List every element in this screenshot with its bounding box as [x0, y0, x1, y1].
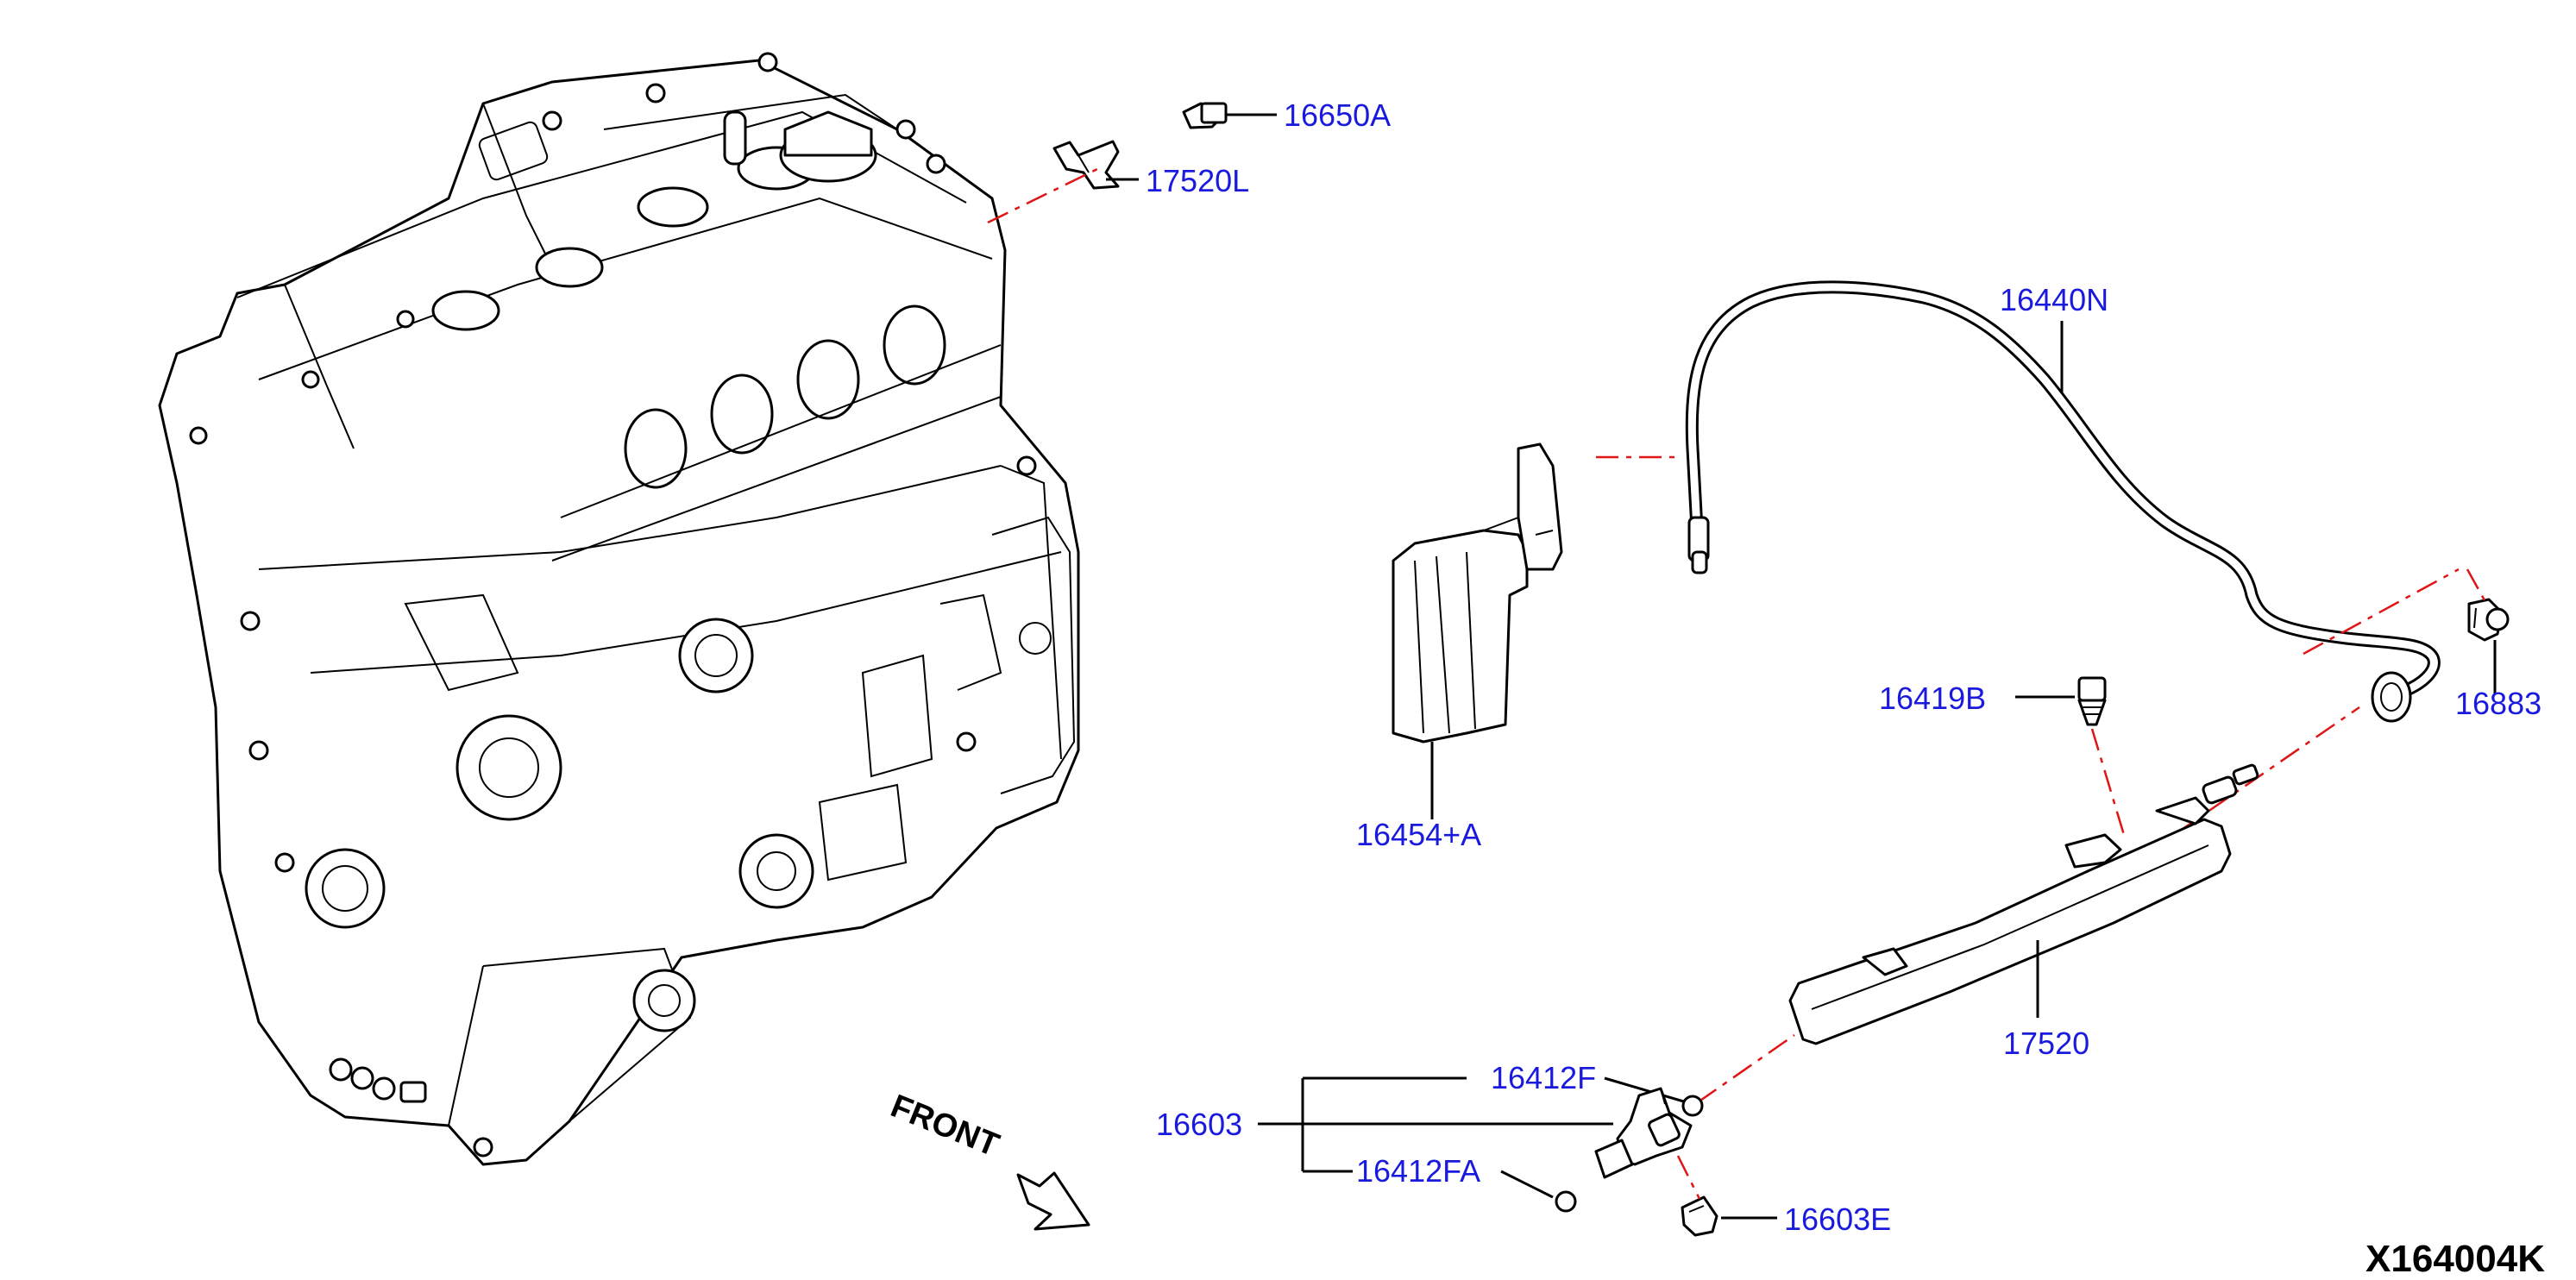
- dash-16883-b: [2466, 568, 2486, 601]
- label-16412F: 16412F: [1491, 1060, 1596, 1095]
- part-16419B-bolt: [2015, 676, 2107, 726]
- label-16412FA: 16412FA: [1356, 1153, 1480, 1189]
- front-label: FRONT: [886, 1088, 1004, 1164]
- part-16883-clip: [2467, 598, 2510, 694]
- engine-assembly: [158, 52, 1080, 1166]
- part-16412F-oring: [1681, 1095, 1704, 1117]
- label-16419B: 16419B: [1879, 681, 1986, 716]
- part-16650A-bolt: [1182, 102, 1277, 129]
- label-17520: 17520: [2003, 1026, 2089, 1061]
- dash-fuel-rail: [2173, 706, 2360, 837]
- dash-16883-a: [2303, 568, 2460, 656]
- dash-16419B: [2090, 728, 2126, 836]
- label-16883: 16883: [2455, 686, 2541, 721]
- part-17520L-bracket: [1052, 140, 1139, 190]
- dash-injector: [1697, 1033, 1795, 1104]
- label-16603E: 16603E: [1784, 1202, 1891, 1237]
- part-16603-injector: [1258, 1076, 1777, 1237]
- label-16650A: 16650A: [1284, 97, 1391, 133]
- front-indicator: FRONT: [886, 1088, 1090, 1231]
- figure-code: X164004K: [2366, 1238, 2545, 1280]
- dash-16603E: [1676, 1155, 1701, 1200]
- front-arrow-icon: [1016, 1171, 1090, 1231]
- label-16454A: 16454+A: [1356, 817, 1481, 852]
- part-16440N-fuel-hose: [1685, 280, 2441, 723]
- part-16454A-bracket: [1392, 442, 1563, 819]
- leader-16412F: [1604, 1076, 1687, 1104]
- label-16440N: 16440N: [2000, 282, 2108, 317]
- dash-17520L: [987, 167, 1098, 224]
- leader-16412FA: [1500, 1170, 1554, 1199]
- label-17520L: 17520L: [1146, 163, 1249, 198]
- label-16603: 16603: [1156, 1107, 1242, 1142]
- part-17520-fuel-rail: [1788, 763, 2259, 1045]
- part-16412FA-oring: [1555, 1190, 1577, 1213]
